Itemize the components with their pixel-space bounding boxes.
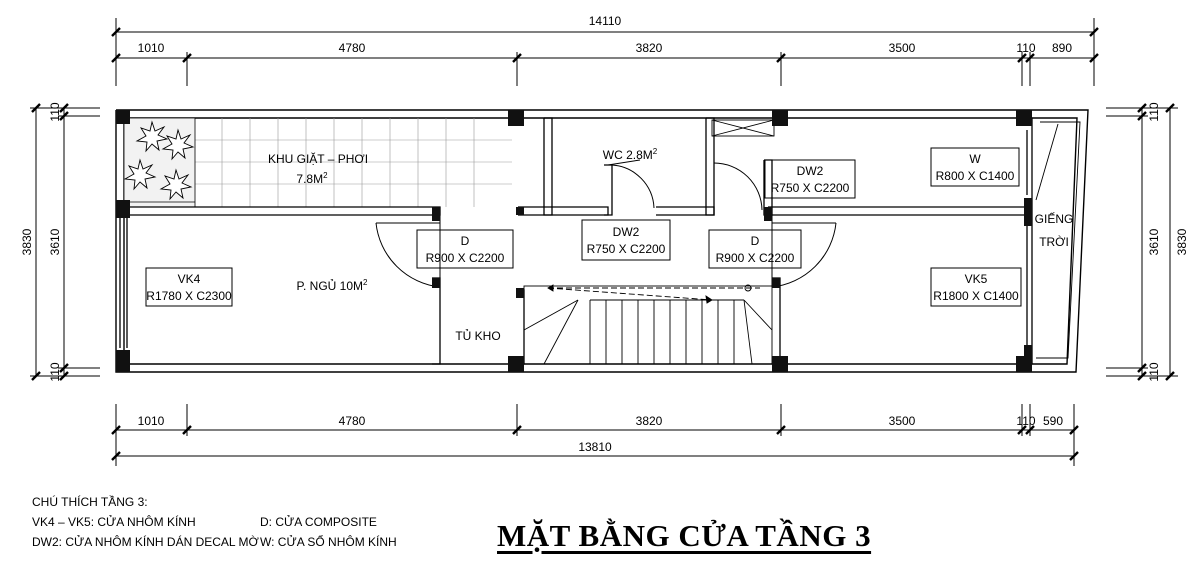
legend-item: W: CỬA SỔ NHÔM KÍNH bbox=[260, 535, 397, 549]
bottom-seg-label: 110 bbox=[1016, 414, 1035, 428]
dw2-wc-size: R750 X C2200 bbox=[587, 242, 666, 256]
window-w-tag: W bbox=[969, 152, 981, 166]
top-seg-label: 1010 bbox=[138, 41, 165, 55]
lightwell bbox=[1035, 121, 1081, 359]
left-bottom-label: 110 bbox=[48, 362, 62, 381]
stair bbox=[523, 284, 773, 365]
top-seg-label: 110 bbox=[1016, 41, 1035, 55]
legend-item: DW2: CỬA NHÔM KÍNH DÁN DECAL MỜ bbox=[32, 535, 259, 549]
right-top-label: 110 bbox=[1147, 102, 1161, 121]
bottom-total-label: 13810 bbox=[578, 440, 612, 454]
lightwell-label: GIẾNG bbox=[1035, 211, 1074, 226]
right-dimensions bbox=[1106, 103, 1178, 381]
vk5-size: R1800 X C1400 bbox=[933, 289, 1019, 303]
wc-label: WC 2.8M2 bbox=[603, 147, 658, 162]
left-top-label: 110 bbox=[48, 102, 62, 121]
door-d2-size: R900 X C2200 bbox=[716, 251, 795, 265]
vk4-tag: VK4 bbox=[178, 272, 201, 286]
laundry-area: 7.8M2 bbox=[296, 171, 328, 186]
interior-walls bbox=[119, 117, 1033, 365]
top-seg-label: 3820 bbox=[636, 41, 663, 55]
bottom-seg-label: 4780 bbox=[339, 414, 366, 428]
door-window-tags: VK4 R1780 X C2300 D R900 X C2200 DW2 R75… bbox=[146, 152, 1019, 303]
top-seg-label: 890 bbox=[1052, 41, 1072, 55]
right-bottom-label: 110 bbox=[1147, 362, 1161, 381]
top-dimensions bbox=[111, 18, 1099, 86]
top-seg-label: 4780 bbox=[339, 41, 366, 55]
plant-icon bbox=[123, 120, 195, 201]
planter bbox=[123, 117, 196, 208]
legend: CHÚ THÍCH TẦNG 3: VK4 – VK5: CỬA NHÔM KÍ… bbox=[32, 492, 259, 552]
window-w-size: R800 X C1400 bbox=[936, 169, 1015, 183]
columns bbox=[116, 110, 1032, 372]
legend-right: D: CỬA COMPOSITE W: CỬA SỔ NHÔM KÍNH bbox=[260, 512, 397, 552]
dw2-room-size: R750 X C2200 bbox=[771, 181, 850, 195]
legend-item: VK4 – VK5: CỬA NHÔM KÍNH bbox=[32, 515, 196, 529]
dimension-labels: 14110 1010 4780 3820 3500 110 890 1010 4… bbox=[20, 14, 1189, 454]
duct-box bbox=[711, 119, 775, 137]
lightwell-label: TRỜI bbox=[1039, 234, 1069, 249]
left-dimensions bbox=[30, 103, 100, 381]
laundry-label: KHU GIẶT – PHƠI bbox=[268, 151, 368, 166]
tag-boxes bbox=[145, 147, 1022, 307]
legend-item: D: CỬA COMPOSITE bbox=[260, 515, 377, 529]
legend-heading: CHÚ THÍCH TẦNG 3: bbox=[32, 495, 148, 509]
drawing-title: MẶT BẰNG CỬA TẦNG 3 bbox=[497, 518, 872, 553]
bottom-seg-label: 3820 bbox=[636, 414, 663, 428]
dw2-room-tag: DW2 bbox=[797, 164, 824, 178]
storage-label: TỦ KHO bbox=[455, 328, 500, 343]
top-total-label: 14110 bbox=[589, 14, 622, 28]
vk4-size: R1780 X C2300 bbox=[146, 289, 232, 303]
bottom-seg-label: 590 bbox=[1043, 414, 1063, 428]
vk5-tag: VK5 bbox=[965, 272, 988, 286]
room-labels: KHU GIẶT – PHƠI 7.8M2 WC 2.8M2 P. NGỦ 10… bbox=[268, 147, 1073, 343]
right-inner-label: 3610 bbox=[1147, 228, 1161, 255]
door-d1-tag: D bbox=[461, 234, 470, 248]
bottom-seg-label: 1010 bbox=[138, 414, 165, 428]
left-inner-label: 3610 bbox=[48, 228, 62, 255]
left-outer-label: 3830 bbox=[20, 228, 34, 255]
top-seg-label: 3500 bbox=[889, 41, 916, 55]
dw2-wc-tag: DW2 bbox=[613, 225, 640, 239]
bottom-seg-label: 3500 bbox=[889, 414, 916, 428]
right-outer-label: 3830 bbox=[1175, 228, 1189, 255]
door-d2-tag: D bbox=[751, 234, 760, 248]
laundry-tiles bbox=[195, 118, 512, 207]
bedroom-label: P. NGỦ 10M2 bbox=[297, 278, 368, 293]
door-swings bbox=[375, 159, 837, 288]
bottom-dimensions bbox=[111, 404, 1079, 466]
door-d1-size: R900 X C2200 bbox=[426, 251, 505, 265]
